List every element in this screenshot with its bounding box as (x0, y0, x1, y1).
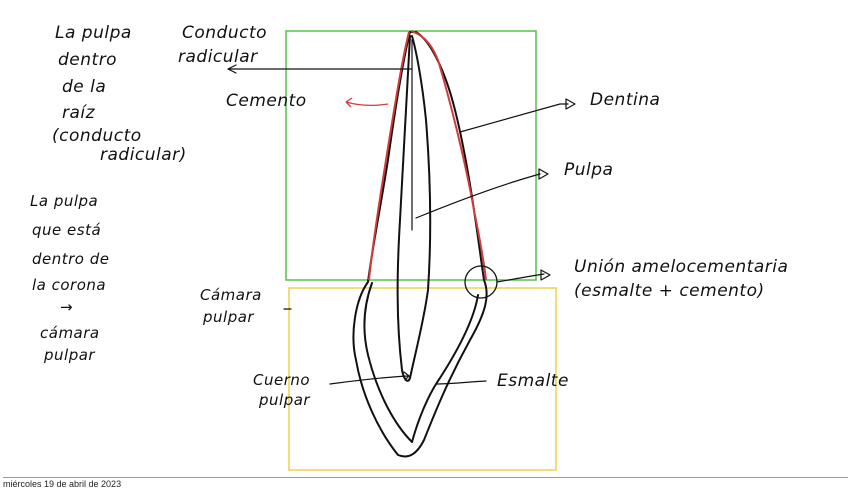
arrow-union (497, 274, 544, 282)
label-cemento: Cemento (226, 91, 307, 111)
arrow-cuerno (330, 372, 409, 384)
label-union-1: Unión amelocementaria (574, 257, 788, 277)
label-camara-1: Cámara (200, 286, 262, 304)
note-root-line-3: de la (62, 77, 106, 97)
note-root-line-1: La pulpa (55, 23, 132, 43)
enamel-inner-line (365, 283, 478, 442)
note-root-line-4: raíz (62, 103, 96, 123)
pulp-canal-outline (398, 36, 431, 381)
arrow-pulpa (416, 174, 540, 218)
label-conducto-2: radicular (178, 47, 258, 67)
label-pulpa: Pulpa (564, 160, 613, 180)
note-crown-line-2: que está (32, 221, 101, 239)
note-crown-line-6: cámara (40, 324, 100, 342)
footer-date: miércoles 19 de abril de 2023 (3, 477, 848, 489)
note-root-line-5: (conducto (52, 126, 142, 146)
label-cuerno-2: pulpar (258, 391, 310, 409)
note-crown-line-3: dentro de (32, 250, 110, 268)
note-crown-line-1: La pulpa (30, 192, 98, 210)
note-root-line-6: radicular) (100, 145, 187, 165)
label-dentina: Dentina (590, 90, 660, 110)
arrowhead-union (541, 270, 550, 280)
label-conducto-1: Conducto (182, 23, 267, 43)
label-camara-2: pulpar (202, 308, 254, 326)
arrow-cemento (346, 98, 388, 107)
note-crown-line-5: → (60, 298, 73, 316)
arrow-esmalte (436, 381, 486, 384)
arrow-dentina (460, 104, 568, 132)
root-region-box (286, 31, 536, 280)
note-root-line-2: dentro (58, 50, 117, 70)
label-cuerno-1: Cuerno (253, 371, 310, 389)
cej-circle (465, 266, 497, 298)
label-union-2: (esmalte + cemento) (574, 281, 765, 301)
note-crown-line-4: la corona (32, 276, 106, 294)
cementum-line (411, 31, 486, 280)
note-crown-line-7: pulpar (43, 346, 95, 364)
label-esmalte: Esmalte (497, 371, 569, 391)
